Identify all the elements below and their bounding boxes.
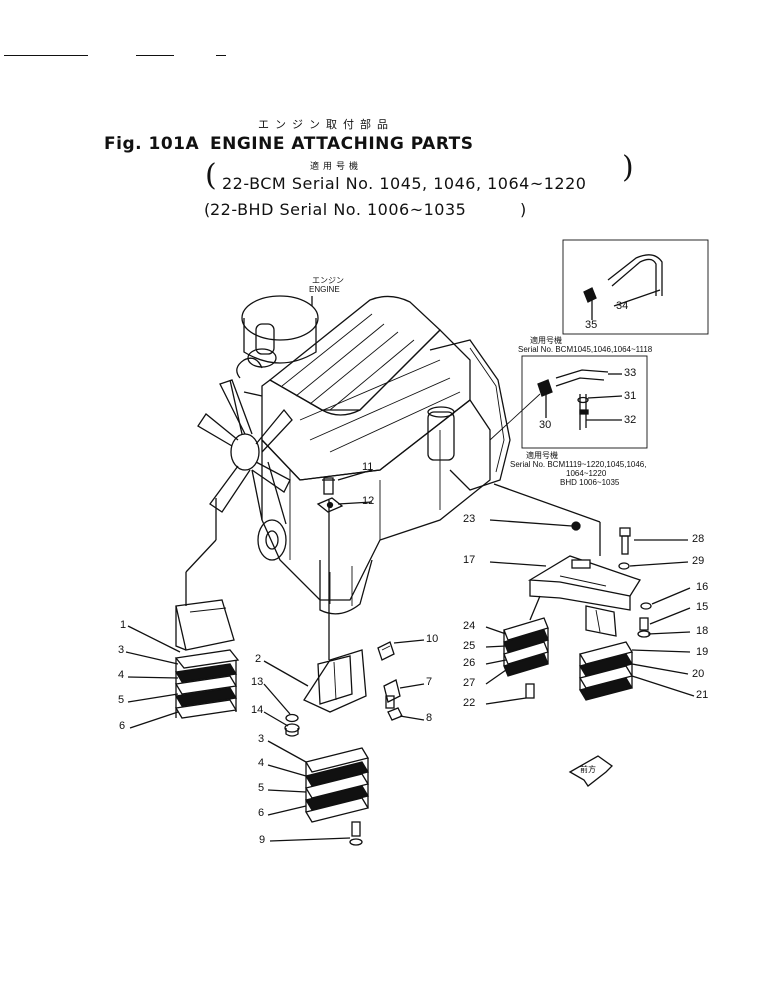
air-cleaner-shell — [243, 318, 317, 364]
inset1-note: Serial No. BCM1045,1046,1064~1118 — [518, 345, 653, 354]
pipe-33 — [555, 369, 609, 387]
applicable-models-jp: 適用号機 — [310, 162, 363, 172]
part-label-23: 23 — [463, 513, 476, 525]
right-paren-1: ) — [622, 150, 634, 185]
part-label-34: 34 — [616, 300, 629, 312]
inset2-note-line2: 1064~1220 — [566, 469, 607, 478]
part-label-19: 19 — [696, 646, 709, 658]
part-label-26: 26 — [463, 657, 476, 669]
part-label-28: 28 — [692, 533, 705, 545]
fan-belt — [251, 461, 287, 525]
air-cleaner-cap — [255, 323, 275, 355]
washer-12 — [316, 497, 344, 513]
right-rear-mount — [493, 483, 652, 701]
cushion-3a — [174, 649, 240, 669]
inset2-note-line1: Serial No. BCM1119~1220,1045,1046, — [510, 460, 647, 469]
bracket-17 — [527, 555, 641, 597]
part-label-25: 25 — [463, 640, 476, 652]
left-front-mount — [174, 498, 240, 719]
part-label-5a: 5 — [118, 694, 125, 706]
part-label-33: 33 — [624, 367, 637, 379]
part-label-30: 30 — [539, 419, 552, 431]
serial-line-2-paren-close: ) — [520, 200, 527, 219]
part-label-31: 31 — [624, 390, 637, 402]
part-label-27: 27 — [463, 677, 476, 689]
center-mount — [284, 477, 403, 846]
leader-lines — [125, 289, 695, 842]
engine-assembly — [197, 295, 511, 615]
inset1-note-jp: 適用号機 — [530, 336, 562, 345]
part-label-10: 10 — [426, 633, 439, 645]
cooling-fan — [197, 379, 293, 513]
part-label-18: 18 — [696, 625, 709, 637]
part-label-1: 1 — [120, 619, 127, 631]
flywheel-housing — [429, 339, 511, 491]
part-label-11: 11 — [362, 461, 374, 473]
inset2-note-jp: 適用号機 — [526, 451, 558, 460]
part-label-6a: 6 — [119, 720, 126, 732]
part-label-21: 21 — [696, 689, 709, 701]
part-label-32: 32 — [624, 414, 637, 426]
part-label-7: 7 — [426, 676, 433, 688]
serial-line-2: 22-BHD Serial No. 1006~1035 — [210, 200, 467, 219]
part-label-20: 20 — [692, 668, 705, 680]
inset-box-upper — [562, 239, 709, 335]
part-label-24: 24 — [463, 620, 476, 632]
part-label-12: 12 — [362, 495, 375, 507]
part-label-9: 9 — [259, 834, 266, 846]
inset-box-lower — [489, 355, 648, 449]
part-label-29: 29 — [692, 555, 705, 567]
oil-pan — [319, 559, 373, 615]
part-label-35: 35 — [585, 319, 598, 331]
part-label-4b: 4 — [258, 757, 265, 769]
part-label-17: 17 — [463, 554, 476, 566]
bracket-1 — [175, 599, 235, 651]
part-label-15: 15 — [696, 601, 709, 613]
oil-filter — [427, 411, 455, 461]
japanese-title: エンジン取付部品 — [258, 118, 394, 131]
serial-line-1: 22-BCM Serial No. 1045, 1046, 1064~1220 — [222, 174, 587, 193]
top-rule-mid — [136, 55, 174, 56]
serial-line-2-paren-open: ( — [204, 200, 211, 219]
part-label-4a: 4 — [118, 669, 125, 681]
part-label-6b: 6 — [258, 807, 265, 819]
bracket-2 — [303, 649, 367, 713]
part-label-13: 13 — [251, 676, 264, 688]
air-cleaner-body — [241, 295, 319, 341]
part-label-5b: 5 — [258, 782, 265, 794]
top-rule-right — [216, 55, 226, 56]
figure-number: Fig. 101A — [104, 134, 200, 154]
page-title: ENGINE ATTACHING PARTS — [210, 134, 474, 154]
engine-label: ENGINE — [309, 285, 340, 294]
front-direction-arrow — [568, 755, 614, 787]
part-label-3a: 3 — [118, 644, 125, 656]
engine-block — [261, 399, 491, 601]
pipe-34 — [611, 258, 657, 296]
part-label-8: 8 — [426, 712, 433, 724]
top-rule-left — [4, 55, 88, 56]
inset2-note-line3: BHD 1006~1035 — [560, 478, 620, 487]
part-label-16: 16 — [696, 581, 709, 593]
front-arrow-label: 前方 — [580, 765, 596, 774]
left-paren-1: ( — [205, 158, 217, 193]
engine-label-jp: エンジン — [312, 276, 344, 285]
crank-pulley — [257, 519, 287, 561]
part-label-3b: 3 — [258, 733, 265, 745]
part-label-2: 2 — [255, 653, 262, 665]
cylinder-head — [261, 329, 471, 481]
part-label-22: 22 — [463, 697, 476, 709]
part-label-14: 14 — [251, 704, 264, 716]
